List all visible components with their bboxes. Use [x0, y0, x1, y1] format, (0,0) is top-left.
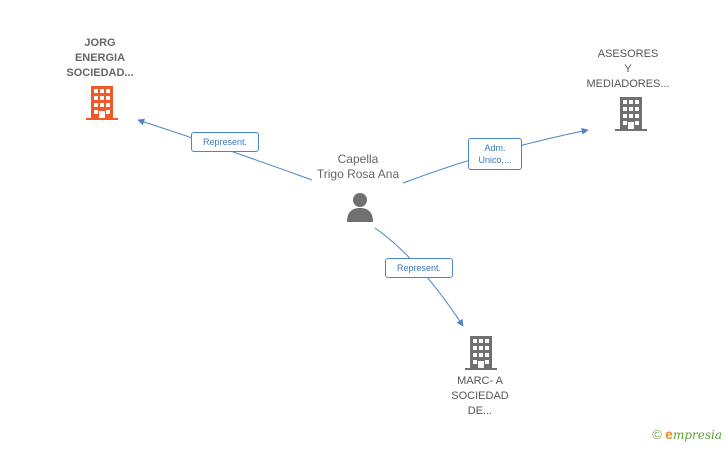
company-asesores-name[interactable]: ASESORES Y MEDIADORES...: [578, 47, 678, 92]
edge-label-text: Represent.: [202, 137, 248, 147]
building-icon[interactable]: [86, 86, 118, 120]
company-asesores-name-line: MEDIADORES...: [586, 78, 670, 90]
company-marc-name-line: SOCIEDAD: [451, 390, 509, 402]
company-marc-name-line: MARC- A: [457, 375, 503, 387]
company-asesores-name-line: Y: [624, 63, 632, 75]
company-asesores-name-line: ASESORES: [597, 48, 659, 60]
company-jorg-name[interactable]: JORG ENERGIA SOCIEDAD...: [50, 36, 150, 81]
edge-label-text: Adm.: [484, 143, 506, 153]
company-jorg-name-line: SOCIEDAD...: [66, 67, 134, 79]
building-icon[interactable]: [615, 97, 647, 131]
person-name-line: Capella: [337, 152, 379, 166]
company-marc-name-line: DE...: [467, 405, 493, 417]
edge-label-jorg[interactable]: Represent.: [191, 132, 259, 152]
edge-label-asesores[interactable]: Adm. Unico,...: [468, 138, 522, 170]
edge-label-text: Represent.: [396, 263, 442, 273]
building-icon[interactable]: [465, 336, 497, 370]
company-jorg-name-line: JORG: [84, 37, 116, 49]
person-name-line: Trigo Rosa Ana: [316, 167, 400, 181]
copyright-symbol: ©: [652, 427, 662, 442]
person-name[interactable]: Capella Trigo Rosa Ana: [298, 152, 418, 182]
empresia-watermark: © empresia: [652, 426, 722, 442]
brand-logo-text: mpresia: [672, 428, 722, 442]
edge-label-text: Unico,...: [478, 155, 512, 165]
edge-label-marc[interactable]: Represent.: [385, 258, 453, 278]
company-jorg-name-line: ENERGIA: [74, 52, 126, 64]
brand-logo-initial: e: [665, 426, 673, 442]
company-marc-name[interactable]: MARC- A SOCIEDAD DE...: [430, 374, 530, 419]
person-icon[interactable]: [344, 192, 376, 222]
